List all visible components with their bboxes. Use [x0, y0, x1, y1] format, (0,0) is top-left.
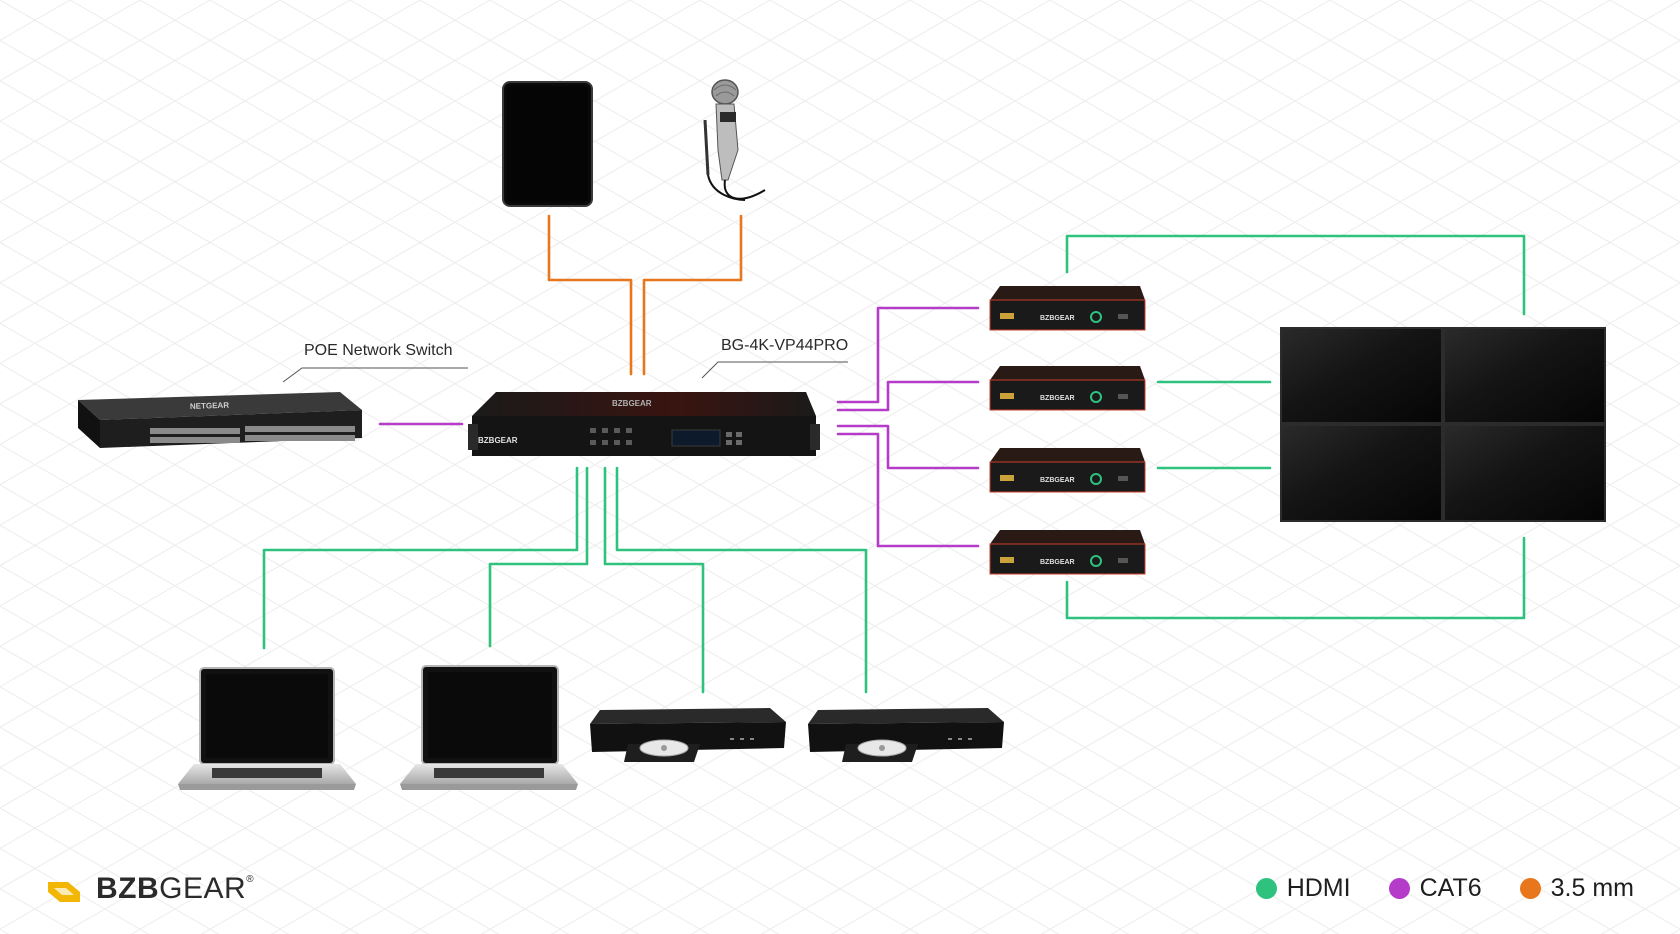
receiver-4: BZBGEAR: [989, 530, 1146, 575]
receiver-2: BZBGEAR: [989, 366, 1146, 411]
video-wall-panel-bl: [1282, 426, 1441, 520]
legend-item-cat6: CAT6: [1388, 873, 1482, 903]
cable-cat6-rx1: [836, 306, 980, 404]
receiver-1-brand: BZBGEAR: [1040, 315, 1075, 322]
receiver-3-brand: BZBGEAR: [1040, 477, 1075, 484]
video-wall-panel-br: [1445, 426, 1604, 520]
brand-wordmark: BZBGEAR®: [96, 872, 255, 905]
cable-hdmi-rx1-wall: [1065, 234, 1526, 316]
brand-logo: BZBGEAR®: [46, 868, 254, 910]
disc-player-2: [808, 708, 1004, 762]
video-wall: [1280, 327, 1606, 522]
video-wall-panel-tr: [1445, 329, 1604, 422]
microphone-device: [703, 79, 766, 201]
receiver-4-brand: BZBGEAR: [1040, 559, 1075, 566]
cables: [262, 214, 1526, 694]
legend-item-audio: 3.5 mm: [1519, 873, 1634, 903]
switch-ports: [150, 426, 355, 443]
processor-lcd: [671, 429, 721, 447]
switch-label: POE Network Switch: [304, 342, 453, 359]
legend-dot-hdmi: [1255, 877, 1277, 899]
tablet-device: [502, 81, 593, 207]
cable-cat6-rx2: [836, 380, 980, 412]
cable-hdmi-laptop1: [262, 466, 579, 650]
bzbgear-logo-mark: [48, 882, 80, 902]
receiver-3: BZBGEAR: [989, 448, 1146, 493]
cable-audio-tablet: [547, 214, 633, 376]
cable-hdmi-player1: [603, 466, 705, 694]
cable-legend: HDMI CAT6 3.5 mm: [1255, 870, 1634, 906]
video-wall-panel-tl: [1282, 329, 1441, 422]
cable-hdmi-player2: [615, 466, 868, 694]
legend-label-audio: 3.5 mm: [1550, 873, 1634, 902]
receiver-1: BZBGEAR: [989, 286, 1146, 331]
switch-brand-text: NETGEAR: [190, 401, 230, 411]
cable-cat6-rx4: [836, 432, 980, 548]
cable-hdmi-laptop2: [488, 466, 589, 648]
network-switch-device: NETGEAR: [78, 392, 362, 448]
processor-label: BG-4K-VP44PRO: [721, 337, 849, 354]
cable-cat6-rx3: [836, 424, 980, 470]
disc-player-1: [590, 708, 786, 762]
switch-callout-line: [282, 367, 468, 383]
cable-hdmi-rx4-wall: [1065, 536, 1526, 620]
receiver-2-brand: BZBGEAR: [1040, 395, 1075, 402]
laptop-2: [400, 665, 578, 790]
legend-item-hdmi: HDMI: [1255, 873, 1351, 903]
video-processor-device: BZBGEAR BZBGEAR: [468, 392, 820, 456]
legend-dot-cat6: [1388, 877, 1410, 899]
legend-label-cat6: CAT6: [1419, 873, 1482, 902]
legend-dot-audio: [1519, 877, 1541, 899]
processor-brand-text: BZBGEAR: [478, 436, 518, 445]
legend-label-hdmi: HDMI: [1286, 873, 1351, 902]
laptop-1: [178, 667, 356, 790]
cable-audio-mic: [642, 214, 743, 376]
processor-callout-line: [701, 361, 848, 379]
processor-top-brand: BZBGEAR: [612, 399, 652, 408]
